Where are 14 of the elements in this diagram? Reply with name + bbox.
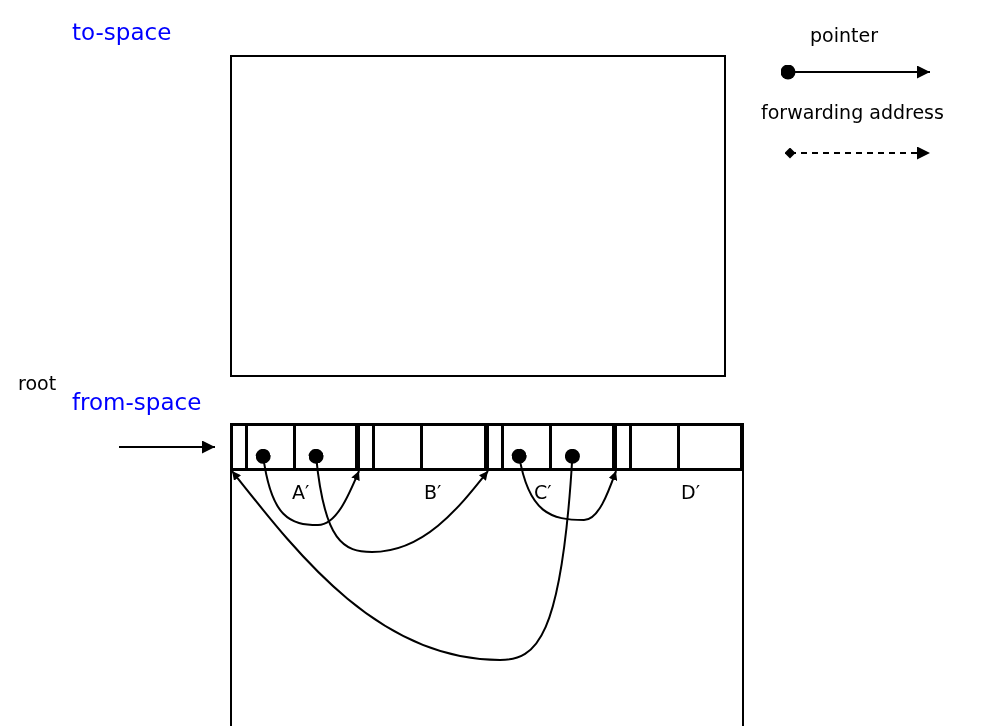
object-label: D′ xyxy=(681,481,700,503)
object-label: C′ xyxy=(534,481,552,503)
pointer-arrow xyxy=(511,448,618,521)
legend-text: forwarding address xyxy=(761,101,944,123)
pointer-arrow xyxy=(255,448,360,526)
object-label: A′ xyxy=(292,481,310,503)
region-title: to-space xyxy=(72,19,172,45)
pointer-arrow xyxy=(308,448,489,553)
pointer-arrow xyxy=(231,448,580,661)
object-label: B′ xyxy=(424,481,442,503)
legend-text: pointer xyxy=(810,24,878,46)
edge-label: root xyxy=(18,372,57,394)
arrow xyxy=(118,440,216,454)
region-title: from-space xyxy=(72,389,202,415)
